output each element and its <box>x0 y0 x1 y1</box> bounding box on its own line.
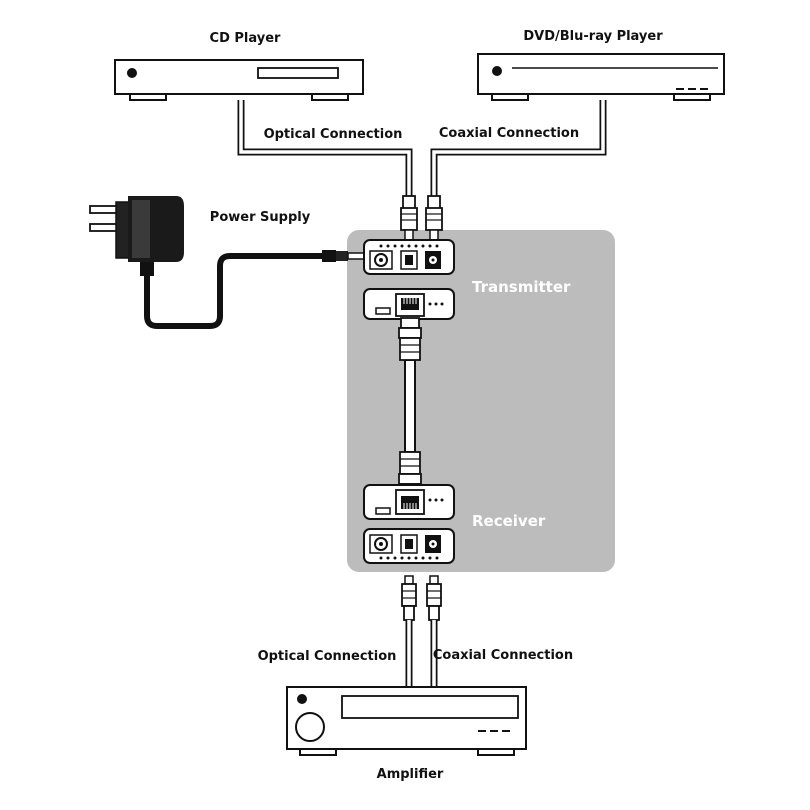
transmitter-audio-unit <box>363 239 455 275</box>
optical-connection-label-top: Optical Connection <box>264 127 403 142</box>
optical-connection-label-bottom: Optical Connection <box>258 649 397 664</box>
cd-player-label: CD Player <box>210 31 282 46</box>
ethernet-cable <box>398 317 422 493</box>
coaxial-connection-label-bottom: Coaxial Connection <box>433 648 573 663</box>
receiver-label: Receiver <box>472 512 546 530</box>
amplifier-device <box>286 686 527 756</box>
dvd-player-device <box>477 53 725 101</box>
coaxial-plug-bottom <box>426 575 442 621</box>
amplifier-label: Amplifier <box>377 767 444 782</box>
receiver-audio-unit <box>363 528 455 564</box>
coaxial-connection-label-top: Coaxial Connection <box>439 126 579 141</box>
power-cable <box>144 250 365 329</box>
power-adapter <box>89 196 184 276</box>
transmitter-rj45-unit <box>363 288 455 320</box>
optical-plug-bottom <box>401 575 417 621</box>
rj45-plug-top <box>398 317 422 361</box>
optical-cable-top <box>237 100 413 198</box>
power-supply-label: Power Supply <box>210 210 311 225</box>
coaxial-cable-top <box>430 100 607 198</box>
cd-player-device <box>114 59 364 101</box>
dvd-player-label: DVD/Blu-ray Player <box>523 29 663 44</box>
receiver-rj45-unit <box>363 484 455 520</box>
optical-plug-top <box>400 195 418 241</box>
coaxial-plug-top <box>425 195 443 241</box>
transmitter-label: Transmitter <box>472 278 571 296</box>
